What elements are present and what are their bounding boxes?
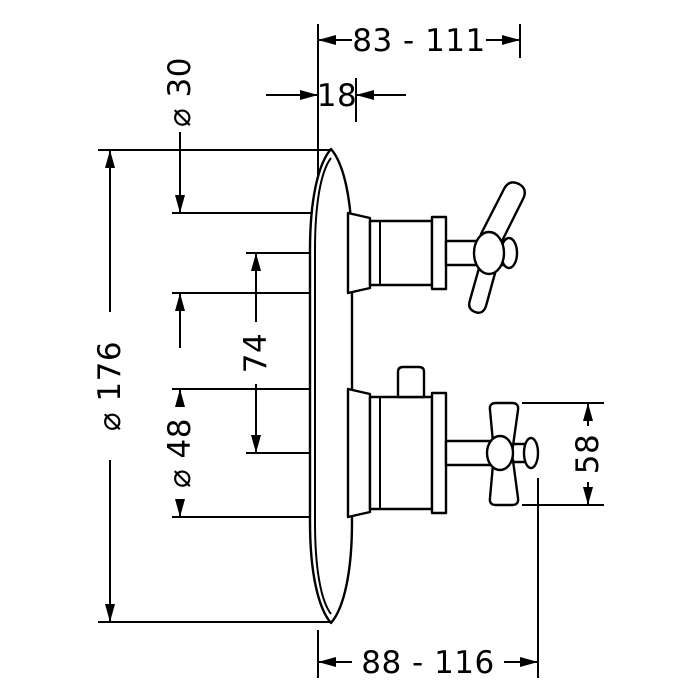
wall-plate-rim-line — [314, 157, 332, 615]
dim-axis-spacing: 74 — [238, 252, 312, 454]
bottom-hub-base — [346, 387, 372, 519]
dim-depth: 18 — [266, 78, 406, 122]
arrowhead-up — [175, 293, 185, 311]
dim-label-axis-spacing: 74 — [238, 333, 274, 373]
top-handle-boss — [472, 230, 506, 276]
arrowhead-down — [583, 487, 593, 505]
valve-body — [308, 147, 540, 625]
dim-label-plate-diameter: ⌀ 176 — [92, 341, 128, 431]
top-handle-arm-upper — [479, 181, 526, 247]
bottom-handle-end-cap — [522, 436, 540, 470]
dim-label-bottom-hub-diameter: ⌀ 48 — [162, 418, 198, 488]
arrowhead-up — [105, 150, 115, 168]
arrowhead-up — [583, 403, 593, 421]
safety-stop-button — [396, 365, 426, 399]
arrowhead-up — [251, 253, 261, 271]
bottom-handle-boss — [485, 434, 515, 472]
dim-plate-diameter: ⌀ 176 — [92, 149, 330, 623]
arrowhead-down — [251, 435, 261, 453]
bottom-hub-flange — [430, 391, 448, 515]
dim-label-top-hub-diameter: ⌀ 30 — [162, 57, 198, 127]
dim-label-top-range: 83 - 111 — [352, 23, 486, 59]
dim-bottom-range: 88 - 116 — [317, 478, 539, 681]
dim-label-depth: 18 — [317, 78, 357, 114]
dim-label-handle-height: 58 — [570, 434, 606, 474]
arrowhead-left — [318, 35, 336, 45]
dim-handle-height: 58 — [522, 402, 606, 506]
top-hub-flange — [430, 215, 448, 291]
arrowhead-right — [300, 90, 318, 100]
dim-top-range: 83 - 111 — [317, 23, 521, 178]
arrowhead-down — [175, 499, 185, 517]
arrowhead-down — [105, 604, 115, 622]
arrowhead-left — [318, 657, 336, 667]
dim-label-bottom-range: 88 - 116 — [361, 645, 495, 681]
arrowhead-up — [175, 389, 185, 407]
dim-top-hub-diameter: ⌀ 30 — [162, 57, 312, 348]
top-hub-base — [346, 211, 372, 295]
arrowhead-right — [502, 35, 520, 45]
arrowhead-right — [520, 657, 538, 667]
dim-bottom-hub-diameter: ⌀ 48 — [162, 388, 312, 518]
bottom-handle-assembly — [346, 365, 540, 519]
arrowhead-left — [356, 90, 374, 100]
top-handle-assembly — [346, 181, 526, 314]
arrowhead-down — [175, 195, 185, 213]
